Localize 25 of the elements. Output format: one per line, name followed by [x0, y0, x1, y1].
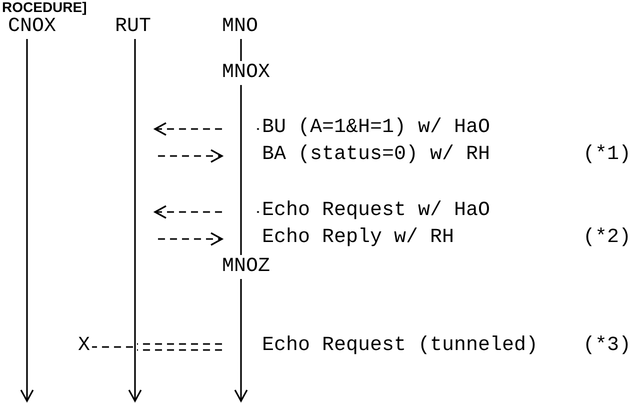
message-text: Echo Reply w/ RH — [222, 227, 454, 249]
lifeline — [240, 85, 242, 255]
participant-label: CNOX — [8, 16, 56, 38]
state-label: MNOZ — [222, 256, 270, 278]
footnote-mark: (*1) — [582, 144, 631, 166]
message-text: BA (status=0) w/ RH — [222, 144, 490, 166]
message-text: BU (A=1&H=1) w/ HaO — [222, 117, 490, 139]
lifeline — [20, 39, 34, 402]
lifeline — [234, 279, 248, 402]
heading: ROCEDURE] — [2, 0, 87, 14]
message-arrow — [154, 122, 260, 136]
drop-mark: X — [78, 335, 90, 357]
participant-label: MNO — [222, 16, 258, 38]
message-arrow — [158, 232, 223, 246]
state-label: MNOX — [222, 62, 270, 84]
message-arrow — [158, 149, 223, 163]
lifeline — [240, 39, 242, 61]
message-arrow — [154, 205, 260, 219]
footnote-mark: (*3) — [582, 335, 631, 357]
message-text: Echo Request (tunneled) — [222, 335, 538, 357]
footnote-mark: (*2) — [582, 227, 631, 249]
message-arrow — [91, 343, 223, 351]
participant-label: RUT — [115, 16, 152, 38]
lifeline — [128, 39, 142, 402]
message-text: Echo Request w/ HaO — [222, 200, 490, 222]
